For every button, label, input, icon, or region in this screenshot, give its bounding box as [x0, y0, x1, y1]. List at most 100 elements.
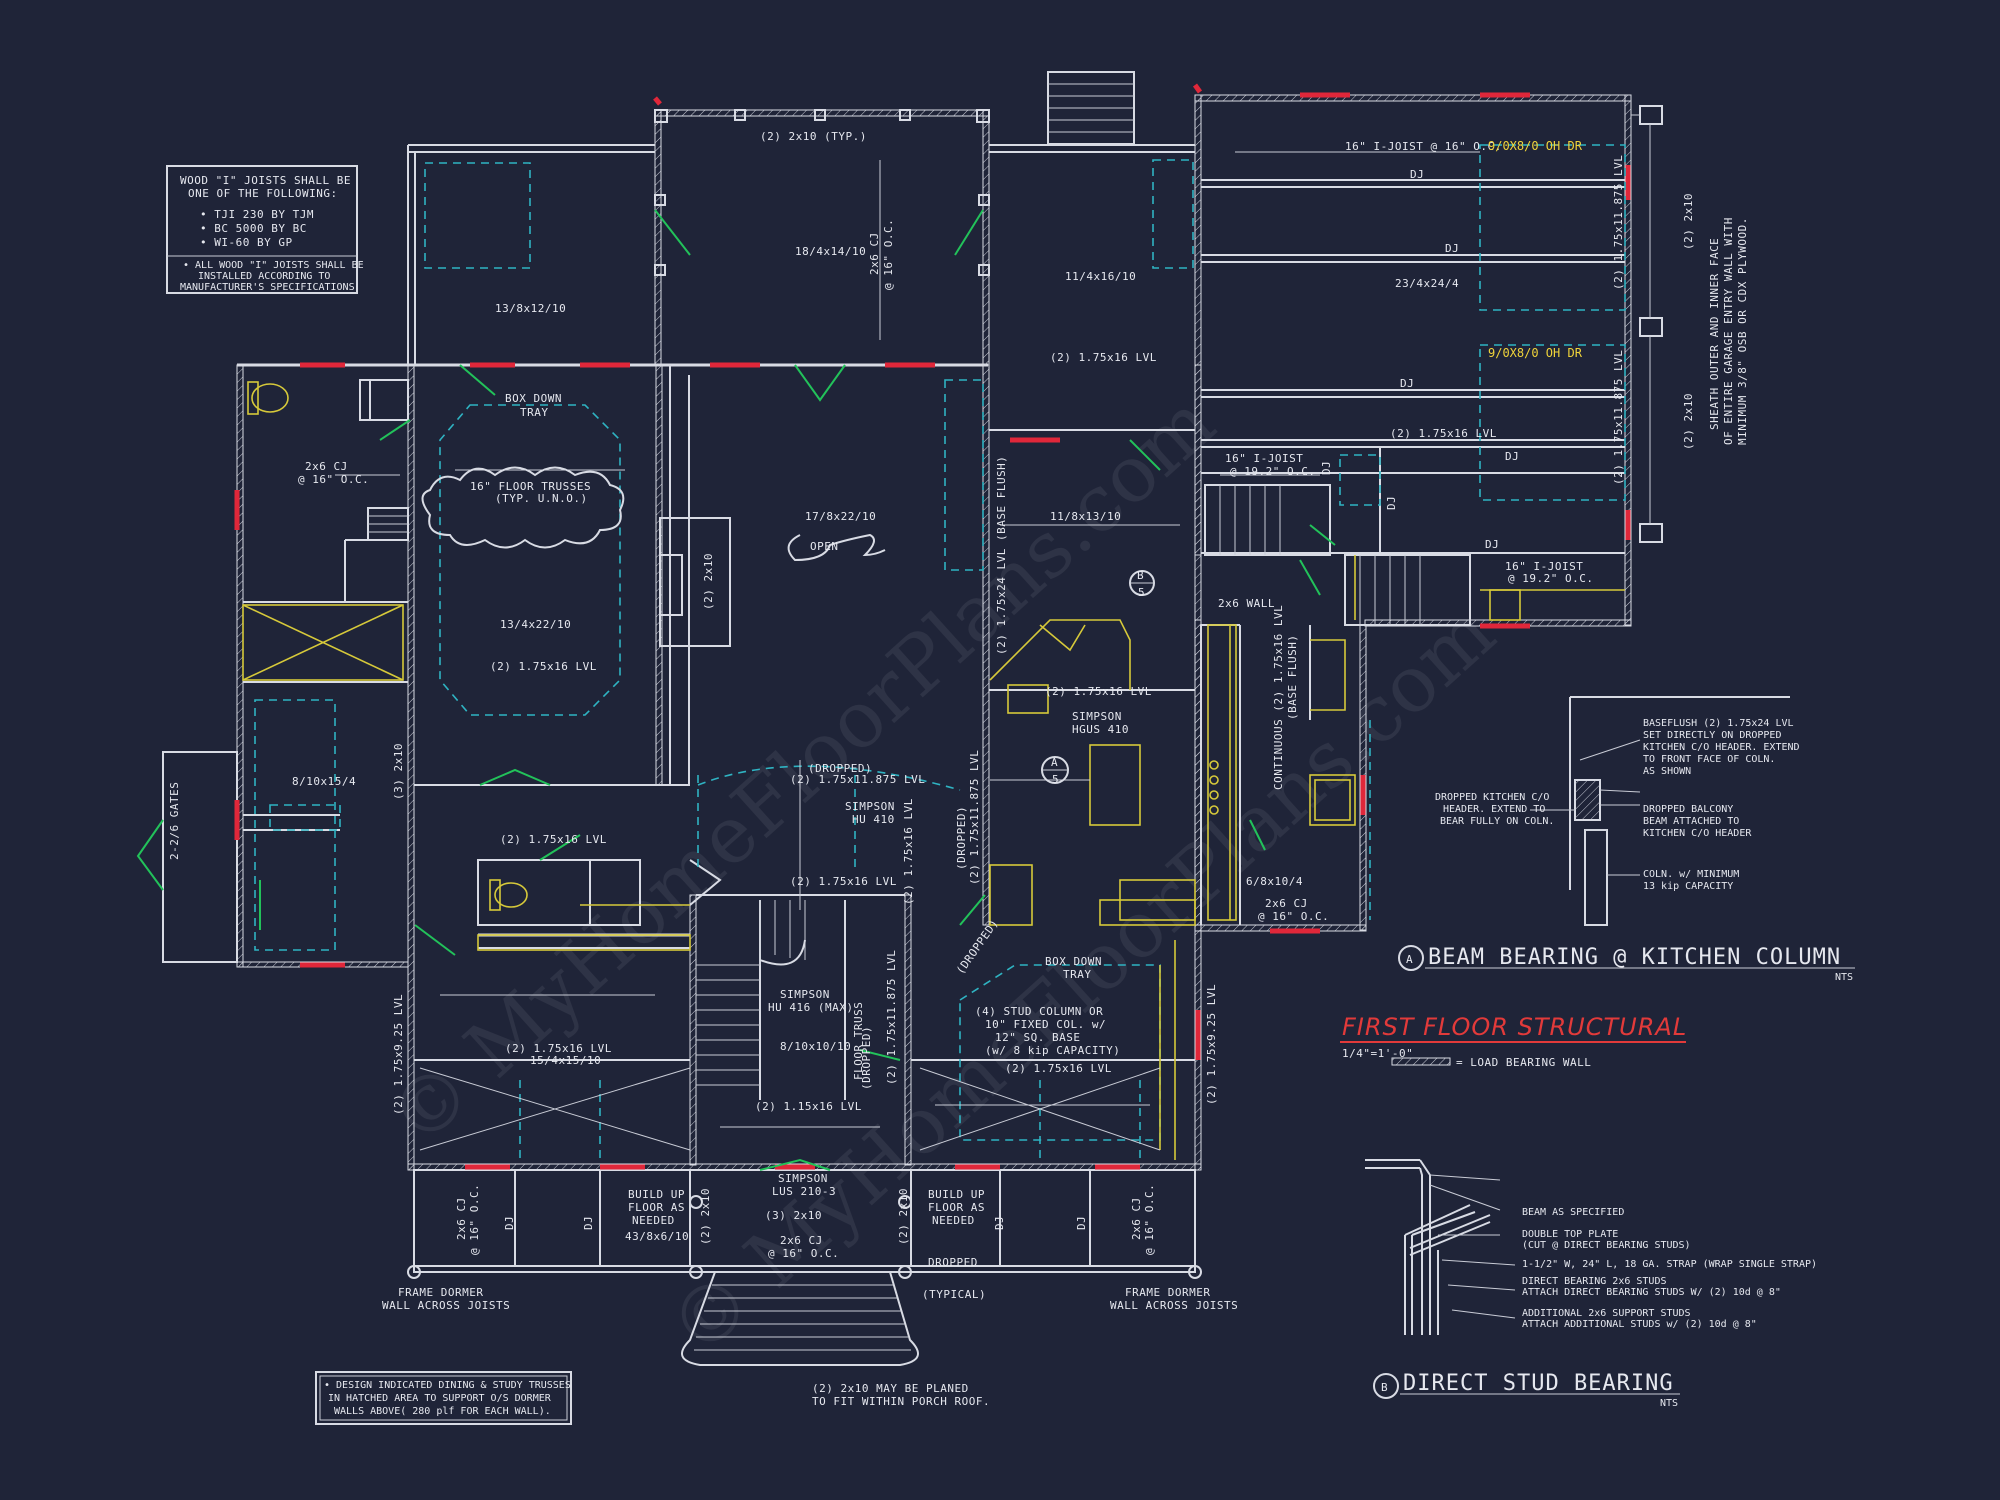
- svg-text:= LOAD BEARING WALL: = LOAD BEARING WALL: [1456, 1056, 1591, 1069]
- svg-text:@ 19.2" O.C.: @ 19.2" O.C.: [1230, 465, 1315, 478]
- svg-text:COLN. w/ MINIMUM: COLN. w/ MINIMUM: [1643, 869, 1739, 880]
- svg-text:13/4x22/10: 13/4x22/10: [500, 618, 571, 631]
- svg-text:2x6 CJ: 2x6 CJ: [305, 460, 348, 473]
- svg-text:FRAME DORMER: FRAME DORMER: [398, 1286, 483, 1299]
- svg-text:SET DIRECTLY ON DROPPED: SET DIRECTLY ON DROPPED: [1643, 730, 1781, 741]
- span-lines: [335, 151, 1480, 1151]
- svg-text:NEEDED: NEEDED: [932, 1214, 975, 1227]
- svg-text:2x6 CJ: 2x6 CJ: [780, 1234, 823, 1247]
- svg-text:10" FIXED COL. w/: 10" FIXED COL. w/: [985, 1018, 1106, 1031]
- svg-text:(DROPPED): (DROPPED): [860, 1026, 873, 1090]
- revision-cloud: [421, 466, 625, 549]
- svg-text:16" I-JOIST: 16" I-JOIST: [1505, 560, 1583, 573]
- svg-text:FLOOR AS: FLOOR AS: [628, 1201, 685, 1214]
- svg-text:(2) 1.75x11.875 LVL: (2) 1.75x11.875 LVL: [1612, 155, 1625, 290]
- svg-text:BEAM BEARING @ KITCHEN COLUMN: BEAM BEARING @ KITCHEN COLUMN: [1428, 945, 1841, 970]
- svg-text:(2) 2x10 (TYP.): (2) 2x10 (TYP.): [760, 130, 867, 143]
- svg-text:DJ: DJ: [1410, 168, 1424, 181]
- detail-a-beam-bearing: BASEFLUSH (2) 1.75x24 LVL SET DIRECTLY O…: [1398, 696, 1855, 983]
- detail-b-direct-stud-bearing: BEAM AS SPECIFIED DOUBLE TOP PLATE (CUT …: [1365, 1159, 1817, 1409]
- svg-text:WALLS ABOVE( 280 plf FOR EACH: WALLS ABOVE( 280 plf FOR EACH WALL).: [334, 1406, 551, 1417]
- svg-text:@ 16" O.C.: @ 16" O.C.: [768, 1247, 839, 1260]
- svg-text:(4) STUD COLUMN OR: (4) STUD COLUMN OR: [975, 1005, 1103, 1018]
- svg-text:FIRST FLOOR STRUCTURAL: FIRST FLOOR STRUCTURAL: [1342, 1013, 1687, 1041]
- svg-text:AS SHOWN: AS SHOWN: [1643, 766, 1691, 777]
- svg-text:(2) 2x10: (2) 2x10: [702, 553, 715, 610]
- svg-text:NTS: NTS: [1835, 972, 1853, 983]
- svg-text:OPEN: OPEN: [810, 540, 839, 553]
- svg-text:DOUBLE TOP PLATE: DOUBLE TOP PLATE: [1522, 1229, 1618, 1240]
- svg-text:NEEDED: NEEDED: [632, 1214, 675, 1227]
- svg-text:• WI-60 BY GP: • WI-60 BY GP: [200, 236, 293, 249]
- svg-text:HU 416 (MAX): HU 416 (MAX): [768, 1001, 853, 1014]
- svg-text:ADDITIONAL 2x6 SUPPORT STUDS: ADDITIONAL 2x6 SUPPORT STUDS: [1522, 1308, 1691, 1319]
- svg-text:• DESIGN INDICATED DINING & ST: • DESIGN INDICATED DINING & STUDY TRUSSE…: [324, 1380, 571, 1391]
- svg-text:DJ: DJ: [503, 1216, 516, 1230]
- svg-text:(CUT @ DIRECT BEARING STUDS): (CUT @ DIRECT BEARING STUDS): [1522, 1240, 1691, 1251]
- svg-text:8/10x15/4: 8/10x15/4: [292, 775, 356, 788]
- svg-text:BEAM AS SPECIFIED: BEAM AS SPECIFIED: [1522, 1207, 1624, 1218]
- open-scribble: [787, 533, 886, 562]
- svg-text:18/4x14/10: 18/4x14/10: [795, 245, 866, 258]
- svg-text:FRAME DORMER: FRAME DORMER: [1125, 1286, 1210, 1299]
- svg-text:16" I-JOIST @ 16" O.C.: 16" I-JOIST @ 16" O.C.: [1345, 140, 1502, 153]
- svg-text:ONE OF THE FOLLOWING:: ONE OF THE FOLLOWING:: [188, 187, 338, 200]
- svg-text:5: 5: [1138, 586, 1145, 599]
- svg-text:(2) 1.75x11.875 LVL: (2) 1.75x11.875 LVL: [1612, 350, 1625, 485]
- svg-text:(BASE FLUSH): (BASE FLUSH): [1286, 635, 1299, 720]
- svg-text:DJ: DJ: [1485, 538, 1499, 551]
- svg-text:@ 16" O.C.: @ 16" O.C.: [468, 1184, 481, 1255]
- svg-text:6/8x10/4: 6/8x10/4: [1246, 875, 1303, 888]
- svg-text:2x6 CJ: 2x6 CJ: [455, 1197, 468, 1240]
- svg-text:OF ENTIRE GARAGE ENTRY WALL WI: OF ENTIRE GARAGE ENTRY WALL WITH: [1722, 217, 1735, 445]
- svg-text:16" FLOOR TRUSSES: 16" FLOOR TRUSSES: [470, 480, 591, 493]
- svg-text:LUS 210-3: LUS 210-3: [772, 1185, 836, 1198]
- svg-text:(2) 2x10: (2) 2x10: [897, 1188, 910, 1245]
- svg-text:(TYPICAL): (TYPICAL): [922, 1288, 986, 1301]
- svg-text:BEAM ATTACHED TO: BEAM ATTACHED TO: [1643, 816, 1739, 827]
- svg-text:A: A: [1051, 756, 1058, 769]
- svg-text:(2) 1.75x9.25 LVL: (2) 1.75x9.25 LVL: [392, 994, 405, 1115]
- svg-text:(2) 1.15x16 LVL: (2) 1.15x16 LVL: [755, 1100, 862, 1113]
- svg-text:13 kip CAPACITY: 13 kip CAPACITY: [1643, 881, 1733, 892]
- svg-text:@ 16" O.C.: @ 16" O.C.: [882, 219, 895, 290]
- svg-text:(2) 2x10: (2) 2x10: [699, 1188, 712, 1245]
- svg-text:DJ: DJ: [1075, 1216, 1088, 1230]
- svg-text:BEAR FULLY ON COLN.: BEAR FULLY ON COLN.: [1440, 816, 1554, 827]
- svg-text:BASEFLUSH (2) 1.75x24 LVL: BASEFLUSH (2) 1.75x24 LVL: [1643, 718, 1794, 729]
- svg-text:DIRECT STUD BEARING: DIRECT STUD BEARING: [1403, 1371, 1674, 1396]
- svg-text:(w/ 8 kip CAPACITY): (w/ 8 kip CAPACITY): [985, 1044, 1120, 1057]
- svg-text:(3) 2x10: (3) 2x10: [392, 743, 405, 800]
- svg-text:TO FIT WITHIN PORCH ROOF.: TO FIT WITHIN PORCH ROOF.: [812, 1395, 990, 1408]
- svg-text:2x6 CJ: 2x6 CJ: [868, 232, 881, 275]
- svg-text:13/8x12/10: 13/8x12/10: [495, 302, 566, 315]
- svg-text:B: B: [1381, 1381, 1388, 1394]
- svg-text:WALL ACROSS JOISTS: WALL ACROSS JOISTS: [1110, 1299, 1238, 1312]
- svg-text:DJ: DJ: [1505, 450, 1519, 463]
- svg-text:DROPPED BALCONY: DROPPED BALCONY: [1643, 804, 1733, 815]
- svg-text:17/8x22/10: 17/8x22/10: [805, 510, 876, 523]
- svg-text:DJ: DJ: [1320, 461, 1333, 475]
- interior-walls: [243, 109, 1202, 1366]
- svg-text:CONTINUOUS (2) 1.75x16 LVL: CONTINUOUS (2) 1.75x16 LVL: [1272, 605, 1285, 790]
- svg-text:(2) 1.75x11.875 LVL: (2) 1.75x11.875 LVL: [885, 950, 898, 1085]
- svg-text:@ 19.2" O.C.: @ 19.2" O.C.: [1508, 572, 1593, 585]
- svg-text:INSTALLED ACCORDING TO: INSTALLED ACCORDING TO: [198, 271, 330, 282]
- svg-text:(2) 1.75x16 LVL: (2) 1.75x16 LVL: [1045, 685, 1152, 698]
- svg-text:@ 16" O.C.: @ 16" O.C.: [298, 473, 369, 486]
- svg-text:16" I-JOIST: 16" I-JOIST: [1225, 452, 1303, 465]
- svg-text:TRAY: TRAY: [1063, 968, 1092, 981]
- svg-text:DJ: DJ: [582, 1216, 595, 1230]
- svg-text:(DROPPED): (DROPPED): [955, 806, 968, 870]
- svg-text:(2) 2x10: (2) 2x10: [1682, 193, 1695, 250]
- svg-text:• TJI 230 BY TJM: • TJI 230 BY TJM: [200, 208, 314, 221]
- svg-text:2x6 CJ: 2x6 CJ: [1130, 1197, 1143, 1240]
- detail-marker-a: [1041, 756, 1069, 784]
- svg-text:ATTACH DIRECT BEARING STUDS W/: ATTACH DIRECT BEARING STUDS W/ (2) 10d @…: [1522, 1287, 1781, 1298]
- svg-text:1/4"=1'-0": 1/4"=1'-0": [1342, 1047, 1413, 1060]
- detail-marker-b: [1129, 570, 1155, 596]
- svg-text:(2) 1.75x16 LVL: (2) 1.75x16 LVL: [1050, 351, 1157, 364]
- svg-text:(2) 1.75x16 LVL: (2) 1.75x16 LVL: [1390, 427, 1497, 440]
- svg-text:NTS: NTS: [1660, 1398, 1678, 1409]
